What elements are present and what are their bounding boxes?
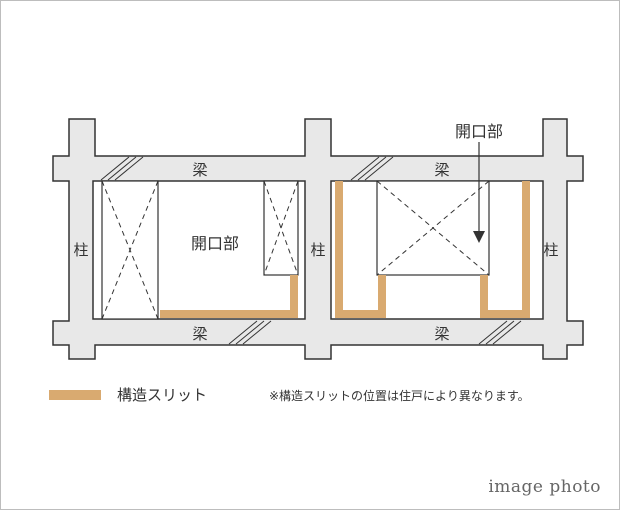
structural-slits bbox=[160, 181, 530, 318]
beam-label-top-right: 梁 bbox=[434, 161, 449, 179]
column-label-center: 柱 bbox=[310, 241, 325, 259]
slit-right-bay-right bbox=[480, 181, 530, 318]
footnote: ※構造スリットの位置は住戸により異なります。 bbox=[269, 389, 530, 403]
opening-label-left-bay: 開口部 bbox=[191, 234, 239, 253]
opening-large-right-bay bbox=[376, 180, 490, 276]
legend-slit-label: 構造スリット bbox=[117, 386, 208, 404]
beam-hatch-marks bbox=[100, 156, 522, 345]
column-label-right: 柱 bbox=[543, 241, 558, 259]
opening-window-right bbox=[263, 180, 299, 276]
slit-left-bay bbox=[160, 275, 298, 318]
legend: 構造スリット bbox=[49, 384, 207, 405]
image-photo-watermark: image photo bbox=[488, 477, 601, 497]
beam-label-top-left: 梁 bbox=[192, 161, 207, 179]
opening-arrow bbox=[473, 142, 485, 243]
column-label-left: 柱 bbox=[73, 241, 88, 259]
opening-window-left bbox=[101, 180, 159, 320]
beam-label-bottom-left: 梁 bbox=[192, 325, 207, 343]
legend-slit-swatch bbox=[49, 389, 101, 400]
slit-right-bay-left bbox=[335, 181, 386, 318]
beam-label-bottom-right: 梁 bbox=[434, 325, 449, 343]
opening-label-right-bay: 開口部 bbox=[455, 122, 503, 141]
